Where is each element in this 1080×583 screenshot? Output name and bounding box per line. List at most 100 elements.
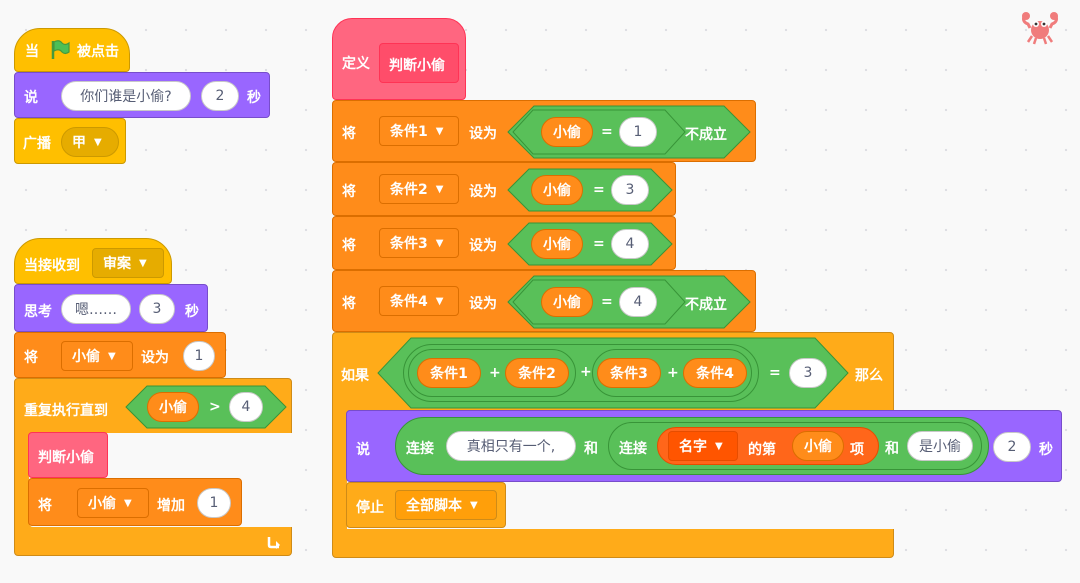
list-value: 名字 — [679, 439, 707, 455]
broadcast-value: 甲 — [72, 135, 86, 151]
and-label: 和 — [885, 441, 899, 457]
variable-dropdown[interactable]: 小偷 ▼ — [61, 341, 133, 371]
condition1-reporter[interactable]: 条件1 — [417, 358, 481, 388]
stop-value: 全部脚本 — [406, 498, 462, 514]
think-for-secs-block[interactable]: 思考 嗯…… 3 秒 — [14, 284, 208, 332]
clicked-label: 被点击 — [77, 44, 119, 60]
list-dropdown[interactable]: 名字 ▼ — [668, 431, 738, 461]
add-operator-left[interactable]: 条件1 + 条件2 — [408, 349, 576, 397]
condition4-reporter[interactable]: 条件4 — [683, 358, 747, 388]
think-label: 思考 — [24, 304, 52, 320]
dropdown-arrow-icon: ▼ — [715, 440, 723, 452]
variable-dropdown[interactable]: 小偷▼ — [77, 488, 149, 518]
join-label: 连接 — [619, 441, 647, 457]
condition1-dropdown[interactable]: 条件1 ▼ — [379, 116, 459, 146]
list-item-reporter[interactable]: 名字▼ 的第 小偷 项 — [657, 427, 879, 465]
equals-operator[interactable]: 条件1 + 条件2 + 条件3 + 条件4 = 3 — [377, 337, 849, 409]
add-operator-outer[interactable]: 条件1 + 条件2 + 条件3 + 条件4 — [403, 344, 759, 402]
equals-value-input[interactable]: 3 — [789, 358, 827, 388]
repeat-until-label: 重复执行直到 — [24, 403, 108, 419]
variable-reporter[interactable]: 小偷 — [147, 392, 199, 422]
change-by-label: 增加 — [157, 498, 185, 514]
custom-block-label: 判断小偷 — [38, 450, 94, 466]
dropdown-arrow-icon: ▼ — [139, 257, 147, 269]
join-operator-outer[interactable]: 连接 真相只有一个, 和 连接 名字▼ 的第 小偷 项 和 是小偷 — [395, 417, 989, 475]
say-join-block[interactable]: 说 连接 真相只有一个, 和 连接 名字▼ 的第 小偷 项 和 是小偷 2 秒 — [346, 410, 1062, 482]
call-custom-block[interactable]: 判断小偷 — [28, 432, 108, 478]
set-to-label: 设为 — [469, 296, 497, 312]
set-label: 将 — [342, 126, 356, 142]
equals-operator[interactable]: 小偷 = 4 — [507, 222, 673, 266]
set-condition1-block[interactable]: 将 条件1▼ 设为 小偷 = 1 不成立 — [332, 100, 756, 162]
not-operator[interactable]: 小偷 = 4 不成立 — [507, 275, 751, 329]
secs-unit-label: 秒 — [1039, 442, 1053, 458]
variable-value: 小偷 — [72, 349, 100, 365]
variable-reporter[interactable]: 小偷 — [531, 175, 583, 205]
join-label: 连接 — [406, 441, 434, 457]
set-label: 将 — [342, 238, 356, 254]
greater-than-sign: > — [209, 399, 221, 415]
add-operator-right[interactable]: 条件3 + 条件4 — [592, 349, 752, 397]
greater-than-operator[interactable]: 小偷 > 4 — [125, 385, 287, 429]
condition4-dropdown[interactable]: 条件4▼ — [379, 286, 459, 316]
then-label: 那么 — [855, 368, 883, 384]
equals-sign: = — [601, 124, 613, 140]
when-receive-block[interactable]: 当接收到 审案▼ — [14, 238, 172, 284]
think-secs-input[interactable]: 3 — [139, 294, 175, 324]
condition2-dropdown[interactable]: 条件2▼ — [379, 174, 459, 204]
say-secs-input[interactable]: 2 — [993, 432, 1031, 462]
join-operator-inner[interactable]: 连接 名字▼ 的第 小偷 项 和 是小偷 — [608, 422, 982, 470]
equals-operator[interactable]: 小偷 = 3 — [507, 168, 673, 212]
set-label: 将 — [342, 184, 356, 200]
condition3-reporter[interactable]: 条件3 — [597, 358, 661, 388]
receive-message-dropdown[interactable]: 审案▼ — [92, 248, 164, 278]
variable-value: 条件2 — [390, 182, 428, 198]
say-label: 说 — [24, 90, 38, 106]
set-condition3-block[interactable]: 将 条件3▼ 设为 小偷 = 4 — [332, 216, 676, 270]
set-variable-block[interactable]: 将 小偷▼ 设为 1 — [14, 332, 226, 378]
variable-value: 条件1 — [390, 124, 428, 140]
set-condition2-block[interactable]: 将 条件2▼ 设为 小偷 = 3 — [332, 162, 676, 216]
variable-reporter[interactable]: 小偷 — [531, 229, 583, 259]
join-text-input[interactable]: 真相只有一个, — [446, 431, 576, 461]
define-block[interactable]: 定义 判断小偷 — [332, 18, 466, 100]
variable-reporter[interactable]: 小偷 — [541, 117, 593, 147]
receive-label: 当接收到 — [24, 258, 80, 274]
say-text-input[interactable]: 你们谁是小偷? — [61, 81, 191, 111]
crab-sprite-icon[interactable] — [1020, 10, 1060, 46]
change-variable-block[interactable]: 将 小偷▼ 增加 1 — [28, 478, 242, 526]
when-flag-clicked-block[interactable]: 当 被点击 — [14, 28, 130, 72]
variable-value: 条件3 — [390, 236, 428, 252]
condition2-reporter[interactable]: 条件2 — [505, 358, 569, 388]
green-flag-icon — [49, 39, 71, 65]
dropdown-arrow-icon: ▼ — [108, 350, 116, 362]
not-operator[interactable]: 小偷 = 1 不成立 — [507, 105, 751, 159]
say-for-secs-block[interactable]: 说 你们谁是小偷? 2 秒 — [14, 72, 270, 118]
dropdown-arrow-icon: ▼ — [435, 125, 444, 137]
broadcast-block[interactable]: 广播 甲▼ — [14, 118, 126, 164]
equals-value-input[interactable]: 4 — [611, 229, 649, 259]
say-secs-input[interactable]: 2 — [201, 81, 239, 111]
equals-sign: = — [769, 365, 781, 381]
set-to-label: 设为 — [141, 350, 169, 366]
variable-reporter[interactable]: 小偷 — [541, 287, 593, 317]
broadcast-message-dropdown[interactable]: 甲▼ — [61, 127, 119, 157]
compare-value-input[interactable]: 4 — [229, 392, 263, 422]
stop-option-dropdown[interactable]: 全部脚本▼ — [395, 490, 497, 520]
set-value-input[interactable]: 1 — [183, 341, 215, 371]
change-value-input[interactable]: 1 — [197, 488, 231, 518]
stop-block[interactable]: 停止 全部脚本▼ — [346, 482, 506, 528]
define-prototype[interactable]: 判断小偷 — [379, 43, 459, 83]
condition3-dropdown[interactable]: 条件3▼ — [379, 228, 459, 258]
secs-unit-label: 秒 — [247, 90, 261, 106]
variable-value: 小偷 — [88, 496, 116, 512]
join-text-input[interactable]: 是小偷 — [907, 431, 973, 461]
think-text-input[interactable]: 嗯…… — [61, 294, 131, 324]
equals-value-input[interactable]: 1 — [619, 117, 657, 147]
equals-value-input[interactable]: 3 — [611, 175, 649, 205]
set-condition4-block[interactable]: 将 条件4▼ 设为 小偷 = 4 不成立 — [332, 270, 756, 332]
secs-unit-label: 秒 — [185, 304, 199, 320]
variable-reporter[interactable]: 小偷 — [792, 431, 844, 461]
equals-value-input[interactable]: 4 — [619, 287, 657, 317]
item-label: 项 — [850, 442, 864, 458]
